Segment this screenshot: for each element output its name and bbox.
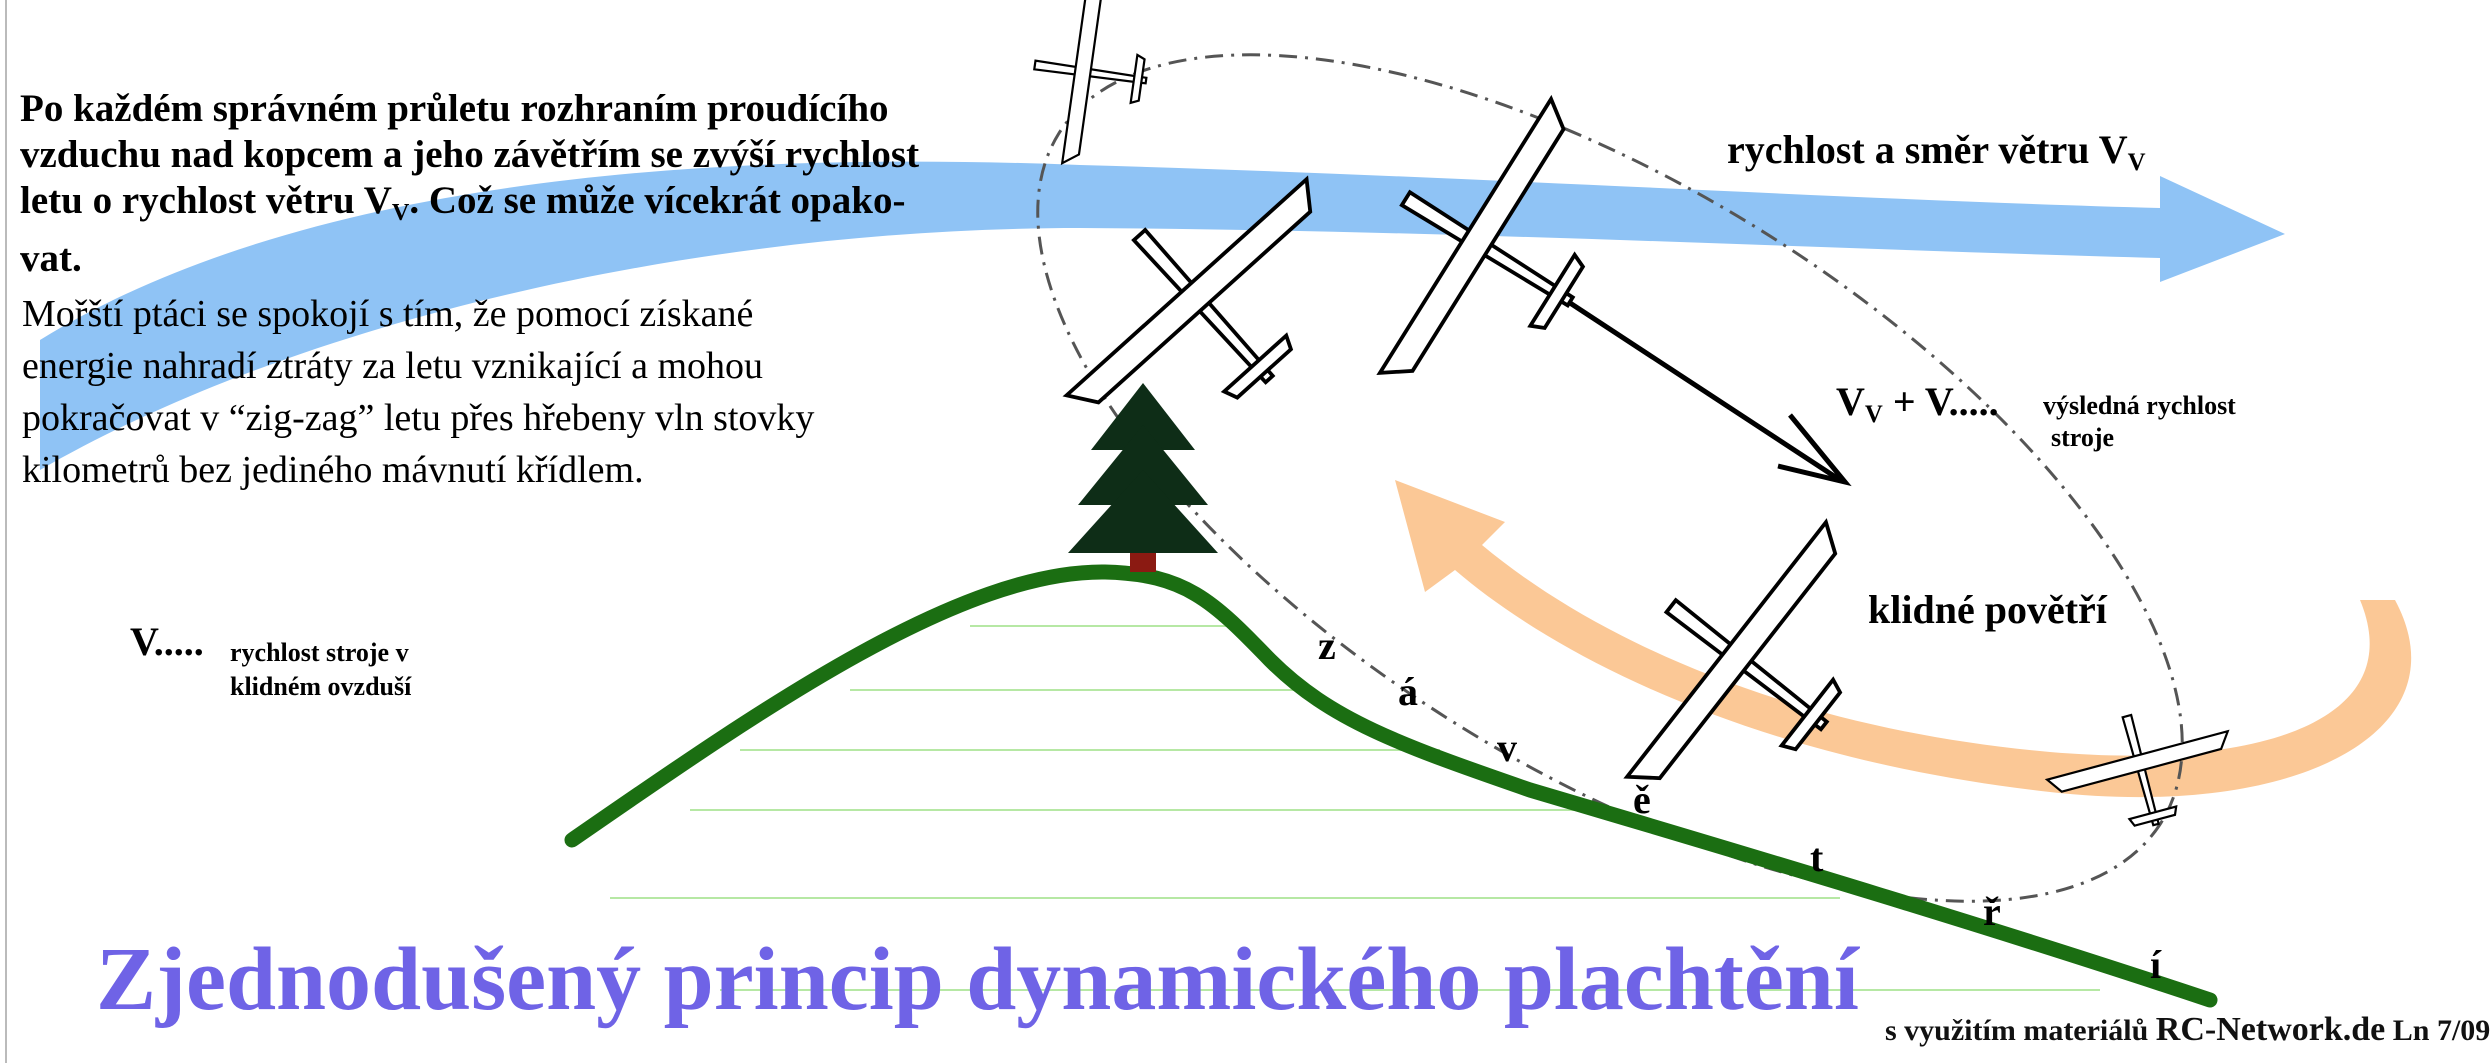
- glider-icon: [1020, 0, 1161, 175]
- subscript: V: [391, 198, 410, 226]
- tree-icon: [1068, 383, 1218, 572]
- credit-line: s využitím materiálů RC-Network.de Ln 7/…: [1885, 1011, 2490, 1048]
- result-label: VV + V.....: [1836, 379, 1999, 428]
- zavetri-letter: z: [1318, 623, 1336, 668]
- intro-normal-text: Mořští ptáci se spokojí s tím, že pomocí…: [22, 288, 814, 496]
- intro-normal-line: energie nahradí ztráty za letu vznikajíc…: [22, 345, 764, 387]
- hill-hatching: [610, 625, 2100, 991]
- hill: [564, 564, 2218, 1008]
- zavetri-letter: í: [2150, 942, 2162, 987]
- zavetri-letter: á: [1398, 669, 1418, 714]
- intro-bold-line: vat.: [20, 236, 82, 280]
- intro-normal-line: Mořští ptáci se spokojí s tím, že pomocí…: [22, 293, 754, 335]
- speed-label: V.....: [130, 619, 204, 664]
- calm-arrow-icon: [1395, 480, 2412, 798]
- zavetri-letter: ř: [1983, 889, 2001, 934]
- intro-normal-line: kilometrů bez jediného mávnutí křídlem.: [22, 449, 644, 491]
- result-note: výsledná rychlost stroje: [2043, 391, 2236, 452]
- intro-bold-text: Po každém správném průletu rozhraním pro…: [20, 86, 919, 282]
- glider-icon: [1318, 59, 1658, 441]
- credit-site: RC-Network.de: [2155, 1011, 2386, 1048]
- wind-arrow-icon: [40, 161, 2285, 471]
- flight-path: [1036, 53, 2184, 903]
- intro-bold-line: vzduchu nad kopcem a jeho závětřím se zv…: [20, 133, 920, 176]
- speed-note: rychlost stroje v klidném ovzduší: [230, 638, 412, 701]
- calm-label: klidné povětří: [1868, 587, 2107, 632]
- zavetri-letter: t: [1810, 835, 1824, 880]
- intro-bold-line: letu o rychlost větru VV. Což se může ví…: [20, 179, 906, 226]
- page-title: Zjednodušený princip dynamického plachtě…: [96, 930, 1859, 1029]
- intro-normal-line: pokračovat v “zig-zag” letu přes hřebeny…: [22, 397, 815, 439]
- zavetri-letter: ě: [1633, 777, 1651, 822]
- result-arrow-icon: [1533, 277, 1852, 487]
- wind-label: rychlost a směr větru VV: [1727, 127, 2146, 176]
- intro-bold-line: Po každém správném průletu rozhraním pro…: [20, 87, 889, 130]
- zavetri-letter: v: [1497, 725, 1517, 770]
